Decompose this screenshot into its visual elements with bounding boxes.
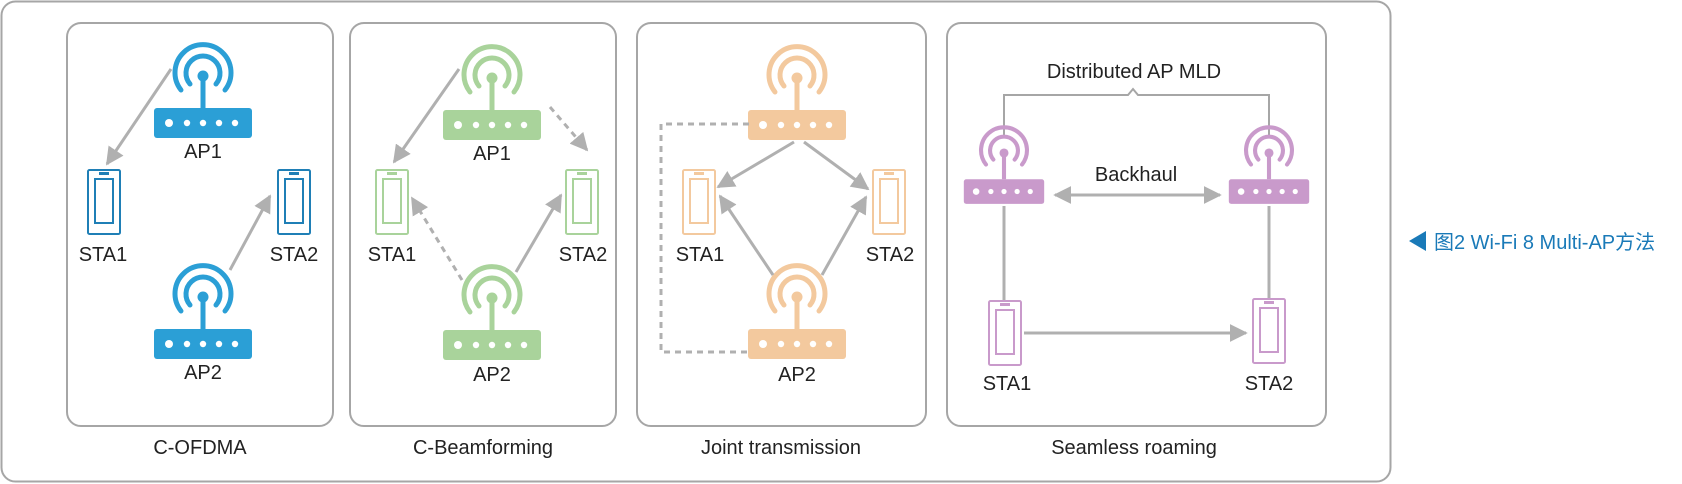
panel-frame bbox=[636, 22, 927, 427]
figure-caption: 图2 Wi-Fi 8 Multi-AP方法 bbox=[1409, 231, 1655, 254]
smartphone-icon bbox=[277, 169, 311, 235]
sta1-label: STA1 bbox=[676, 244, 725, 266]
panel-joint-transmission: STA1 STA2 AP2 Joint transmission bbox=[636, 22, 927, 459]
arrow bbox=[718, 194, 775, 276]
ap1-label: AP1 bbox=[473, 143, 511, 165]
access-point-icon bbox=[443, 47, 541, 140]
arrow bbox=[803, 140, 870, 191]
smartphone-icon bbox=[872, 169, 906, 235]
smartphone-icon bbox=[565, 169, 599, 235]
arrow bbox=[716, 140, 795, 189]
panel-seamless-roaming: Distributed AP MLD Backhaul STA1 STA2 Se… bbox=[946, 22, 1327, 459]
arrow bbox=[392, 68, 461, 164]
access-point-icon bbox=[748, 266, 846, 359]
arrow bbox=[105, 68, 173, 166]
panel-frame bbox=[946, 22, 1327, 427]
sta2-label: STA2 bbox=[270, 244, 319, 266]
panel-caption: C-OFDMA bbox=[153, 437, 247, 459]
panel-caption: C-Beamforming bbox=[413, 437, 553, 459]
sta1-label: STA1 bbox=[79, 244, 128, 266]
ap2-label: AP2 bbox=[473, 364, 511, 386]
dashed-arrow bbox=[410, 196, 464, 281]
sta2-label: STA2 bbox=[1245, 373, 1294, 395]
ap2-label: AP2 bbox=[184, 362, 222, 384]
arrow bbox=[514, 193, 563, 273]
panel-frame bbox=[349, 22, 617, 427]
panel-caption: Joint transmission bbox=[701, 437, 861, 459]
mld-bracket bbox=[1003, 87, 1270, 135]
panel-frame bbox=[66, 22, 334, 427]
panel-c-ofdma: AP1 AP2 STA1 STA2 C-OFDMA bbox=[66, 22, 334, 459]
outer-frame bbox=[0, 0, 1392, 483]
arrow bbox=[820, 195, 868, 276]
access-point-icon bbox=[748, 47, 846, 140]
dashed-backhaul-line bbox=[659, 122, 749, 354]
dashed-arrow bbox=[548, 106, 589, 152]
sta2-label: STA2 bbox=[866, 244, 915, 266]
backhaul-label: Backhaul bbox=[1095, 164, 1177, 186]
access-point-icon bbox=[443, 267, 541, 360]
panel-c-beamforming: AP1 AP2 STA1 STA2 C-Beamforming bbox=[349, 22, 617, 459]
access-point-icon bbox=[1229, 127, 1309, 204]
ap1-label: AP1 bbox=[184, 141, 222, 163]
access-point-icon bbox=[154, 266, 252, 359]
smartphone-icon bbox=[988, 300, 1022, 366]
smartphone-icon bbox=[682, 169, 716, 235]
figure-caption-text: 图2 Wi-Fi 8 Multi-AP方法 bbox=[1434, 231, 1655, 254]
mld-label: Distributed AP MLD bbox=[1047, 61, 1221, 83]
access-point-icon bbox=[154, 45, 252, 138]
sta1-label: STA1 bbox=[368, 244, 417, 266]
smartphone-icon bbox=[87, 169, 121, 235]
access-point-icon bbox=[964, 127, 1044, 204]
sta2-label: STA2 bbox=[559, 244, 608, 266]
triangle-left-icon bbox=[1409, 231, 1426, 251]
ap2-label: AP2 bbox=[778, 364, 816, 386]
arrow bbox=[228, 194, 272, 271]
smartphone-icon bbox=[375, 169, 409, 235]
smartphone-icon bbox=[1252, 298, 1286, 364]
sta1-label: STA1 bbox=[983, 373, 1032, 395]
panel-caption: Seamless roaming bbox=[1051, 437, 1217, 459]
